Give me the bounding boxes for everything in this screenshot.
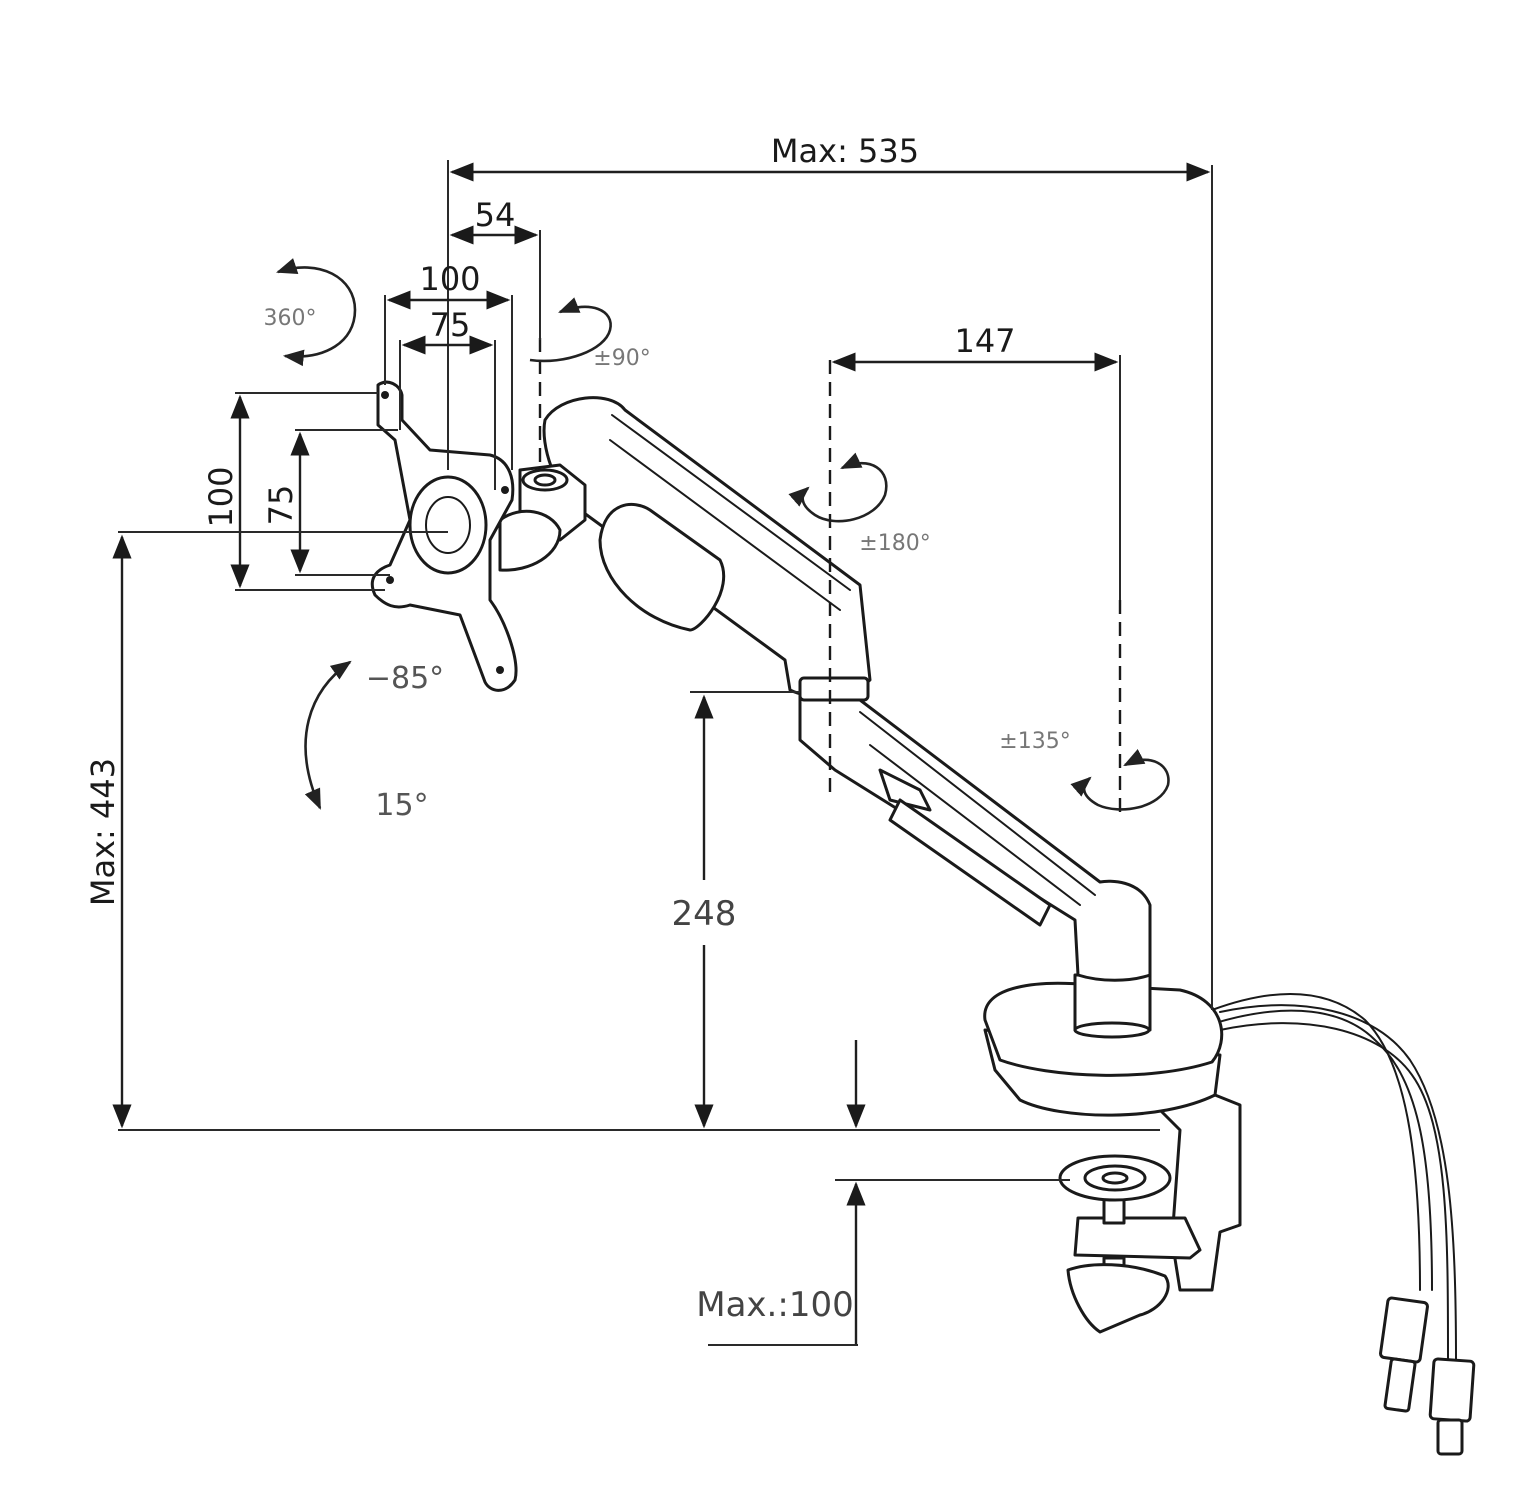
angle-labels: 360° ±90° ±180° ±135° −85° 15° bbox=[264, 306, 1071, 823]
arm-drawing bbox=[370, 338, 1476, 1456]
rotate-label: 360° bbox=[264, 306, 317, 331]
swivel-forearm-label: ±180° bbox=[859, 531, 930, 556]
pole-height-label: 248 bbox=[672, 894, 737, 934]
swivel-head-label: ±90° bbox=[593, 346, 650, 371]
tilt-joint bbox=[498, 463, 587, 572]
tilt-arrow bbox=[304, 660, 352, 810]
hdmi-plug-right bbox=[1428, 1357, 1476, 1423]
dimension-lines bbox=[112, 160, 1213, 1346]
clamp-max-label: Max.:100 bbox=[696, 1285, 853, 1325]
rotation-arrows bbox=[276, 258, 1170, 811]
elbow-offset-label: 147 bbox=[954, 322, 1015, 360]
max-height-label: Max: 443 bbox=[84, 758, 122, 906]
lower-arm bbox=[798, 693, 1152, 982]
vesa-offset-label: 54 bbox=[475, 196, 516, 234]
base-housing bbox=[983, 973, 1224, 1117]
swivel-head-arrow bbox=[529, 297, 612, 363]
vesa-outer-h-label: 100 bbox=[419, 260, 480, 298]
vesa-inner-h-label: 75 bbox=[430, 306, 471, 344]
tilt-down-label: 15° bbox=[375, 788, 428, 823]
tilt-up-label: −85° bbox=[366, 661, 444, 696]
hdmi-plug-left bbox=[1379, 1296, 1429, 1364]
upper-arm bbox=[542, 396, 872, 702]
cables bbox=[1211, 993, 1476, 1456]
vesa-outer-v-label: 100 bbox=[202, 466, 240, 527]
vesa-inner-v-label: 75 bbox=[262, 485, 300, 526]
desk-clamp bbox=[1058, 1093, 1242, 1334]
swivel-base-label: ±135° bbox=[999, 729, 1070, 754]
rotate-360-arrow bbox=[276, 258, 357, 367]
swivel-forearm-arrow bbox=[788, 452, 888, 523]
dimension-labels: Max: 535 54 100 75 100 75 147 Max: 443 2… bbox=[84, 132, 1016, 1325]
swivel-base-arrow bbox=[1070, 748, 1170, 811]
max-reach-label: Max: 535 bbox=[771, 132, 919, 170]
